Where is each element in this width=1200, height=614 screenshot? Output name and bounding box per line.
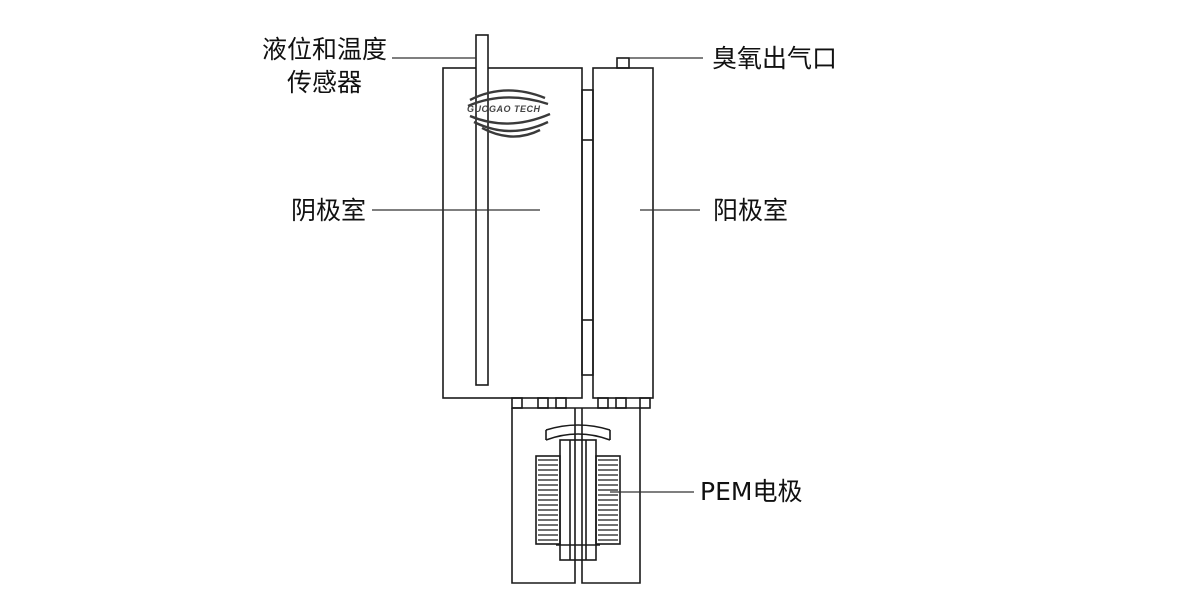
pem-electrode-label: PEM电极 (700, 477, 803, 506)
chamber-connector (581, 89, 594, 376)
cathode-chamber (442, 67, 583, 399)
anode-label: 阳极室 (713, 196, 789, 225)
logo-text: GUOGAO TECH (467, 104, 541, 114)
ozone-outlet-label: 臭氧出气口 (712, 44, 838, 73)
electrode-housing (511, 408, 641, 584)
ozone-outlet-stub (616, 57, 630, 69)
anode-chamber (592, 67, 654, 399)
sensor-label-line2: 传感器 (286, 68, 362, 97)
company-logo (467, 89, 551, 138)
cathode-label: 阴极室 (290, 196, 366, 225)
sensor-label-line1: 液位和温度 (261, 35, 387, 64)
